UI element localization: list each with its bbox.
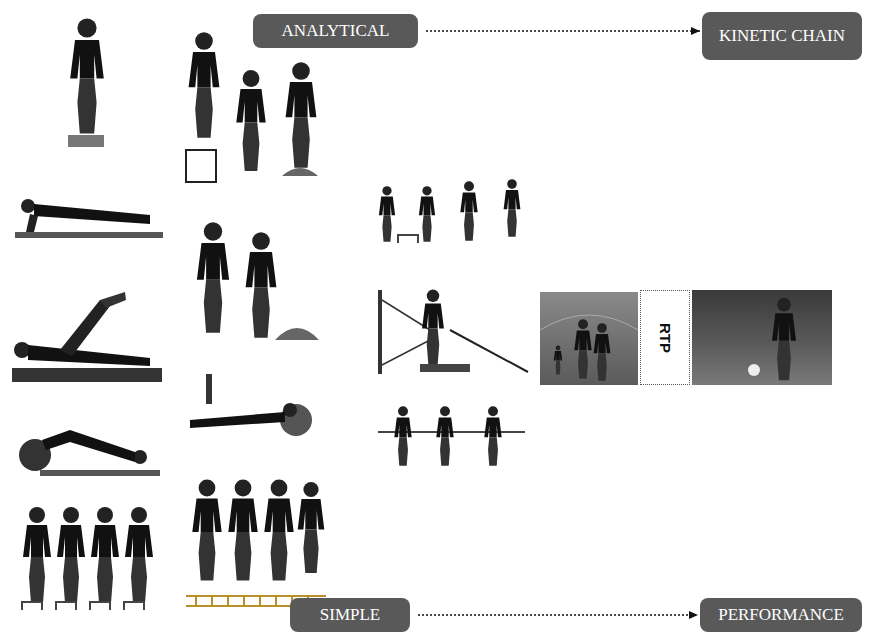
bosu-lunge-figures	[197, 222, 319, 340]
stage-label: ANALYTICAL	[282, 21, 390, 41]
ball-hold-figure	[190, 374, 312, 436]
stage-label: SIMPLE	[320, 605, 380, 625]
stage-label: KINETIC CHAIN	[719, 26, 845, 46]
stage-label: PERFORMANCE	[718, 605, 844, 625]
ladder-figures	[186, 480, 326, 606]
stage-box: ANALYTICAL	[253, 14, 418, 48]
stage-box: SIMPLE	[290, 598, 410, 632]
rtp-label: RTP	[657, 323, 674, 353]
step-up-figure	[68, 18, 104, 147]
rtp-box: RTP	[640, 290, 690, 385]
indoor-training-photo	[540, 292, 638, 385]
dotted-arrow	[418, 614, 698, 616]
match-photo	[692, 290, 832, 385]
ball-bridge-figure	[19, 430, 160, 476]
hurdle-walk-figures	[22, 507, 153, 610]
stage-box: KINETIC CHAIN	[702, 12, 862, 60]
rope-run-figures	[378, 406, 525, 466]
stage-box: PERFORMANCE	[700, 598, 862, 632]
box-jump-figures	[186, 32, 318, 182]
band-exercise-figure	[378, 290, 528, 374]
leg-raise-figure	[12, 292, 162, 382]
dotted-arrow	[426, 30, 700, 32]
throw-figures	[379, 179, 521, 243]
plank-figure	[15, 199, 163, 238]
